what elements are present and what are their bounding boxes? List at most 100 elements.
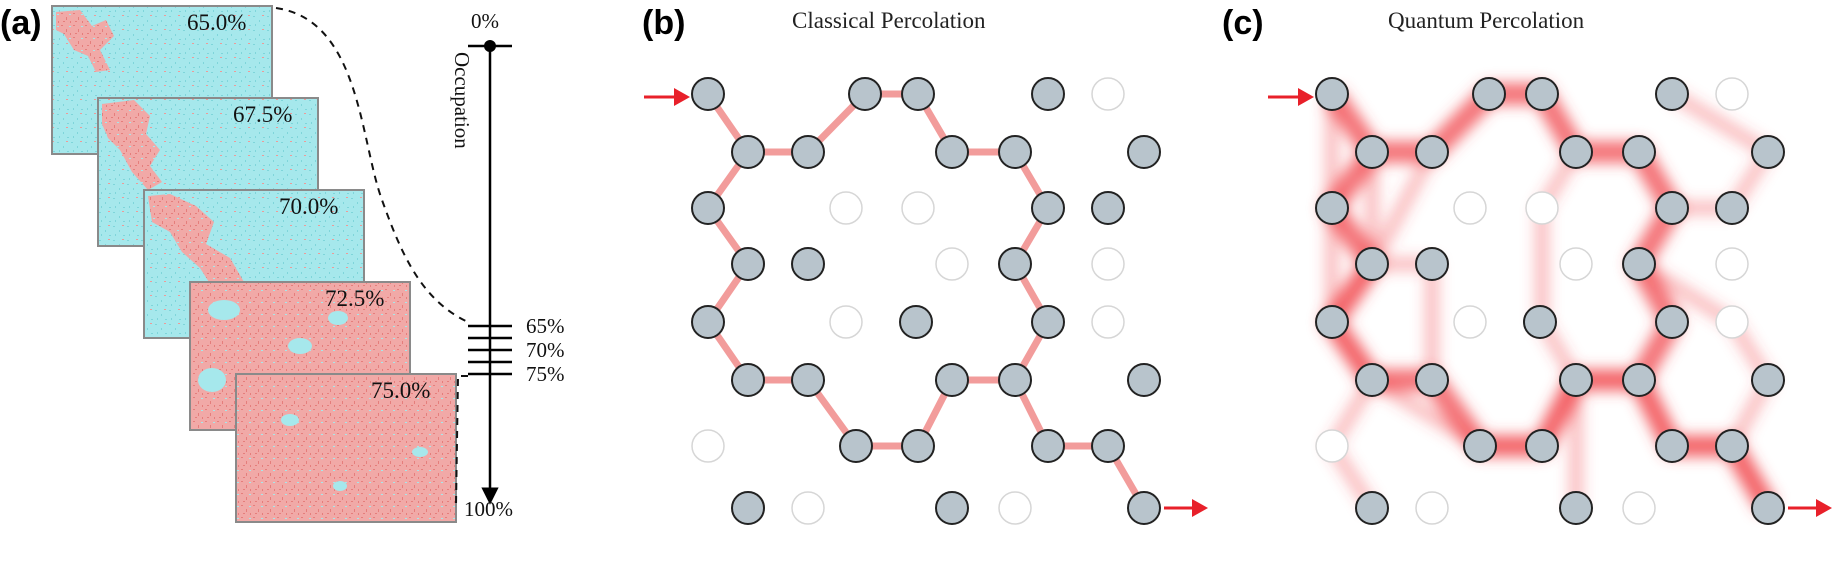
occupied-site <box>839 429 873 463</box>
occupied-site <box>1715 429 1749 463</box>
empty-site <box>1415 491 1449 525</box>
panel-b-title: Classical Percolation <box>792 8 986 33</box>
empty-site <box>829 191 863 225</box>
occupied-site <box>998 363 1032 397</box>
occupied-site <box>848 77 882 111</box>
occupied-site <box>1715 191 1749 225</box>
occupied-site <box>1031 191 1065 225</box>
panel-c-label: (c) <box>1222 4 1264 42</box>
occupied-site <box>1559 363 1593 397</box>
axis-occupation-label: Occupation <box>450 52 474 149</box>
occupied-site <box>1655 429 1689 463</box>
occupied-site <box>935 491 969 525</box>
occupation-axis: 0% 100% 65% 70% 75% Occupation <box>450 9 565 521</box>
occupied-site <box>1415 247 1449 281</box>
empty-site <box>1715 77 1749 111</box>
occupied-site <box>1751 491 1785 525</box>
occupied-site <box>1031 77 1065 111</box>
occupied-site <box>1415 135 1449 169</box>
occupied-site <box>791 247 825 281</box>
occupied-site <box>1031 305 1065 339</box>
occupied-site <box>1315 77 1349 111</box>
empty-site <box>791 491 825 525</box>
empty-site <box>901 191 935 225</box>
axis-bottom-label: 100% <box>464 497 513 521</box>
empty-site <box>1091 305 1125 339</box>
occupied-site <box>1355 247 1389 281</box>
empty-site <box>1315 429 1349 463</box>
output-arrow <box>1788 499 1832 517</box>
occupied-site <box>731 247 765 281</box>
empty-site <box>1453 191 1487 225</box>
occupied-site <box>1559 491 1593 525</box>
snapshot-75-label: 75.0% <box>371 378 430 403</box>
empty-site <box>935 247 969 281</box>
occupied-site <box>791 135 825 169</box>
occupied-site <box>691 305 725 339</box>
occupied-site <box>691 191 725 225</box>
occupied-site <box>1559 135 1593 169</box>
occupied-site <box>1091 429 1125 463</box>
occupied-site <box>791 363 825 397</box>
glow-path <box>1668 88 1775 215</box>
occupied-site <box>1655 77 1689 111</box>
occupied-site <box>1127 135 1161 169</box>
axis-tick-70: 70% <box>526 338 565 362</box>
occupied-site <box>1127 363 1161 397</box>
axis-tick-65: 65% <box>526 314 565 338</box>
occupied-site <box>1525 429 1559 463</box>
empty-site <box>998 491 1032 525</box>
occupied-site <box>998 135 1032 169</box>
glow-path <box>1365 152 1439 380</box>
output-arrow <box>1164 499 1208 517</box>
occupied-site <box>1091 191 1125 225</box>
empty-site <box>1715 247 1749 281</box>
snapshot-67-5-label: 67.5% <box>233 102 292 127</box>
empty-site <box>1091 247 1125 281</box>
callout-dashed-bottom <box>455 375 468 506</box>
occupied-site <box>691 77 725 111</box>
panel-c-title: Quantum Percolation <box>1388 8 1585 33</box>
occupied-site <box>1315 305 1349 339</box>
classical-lattice <box>644 77 1208 525</box>
percolation-path <box>1011 378 1148 510</box>
occupied-site <box>1315 191 1349 225</box>
occupied-site <box>935 363 969 397</box>
input-arrow <box>1268 88 1314 106</box>
occupied-site <box>1525 77 1559 111</box>
occupied-site <box>901 77 935 111</box>
occupied-site <box>1415 363 1449 397</box>
occupied-site <box>731 363 765 397</box>
panel-b-label: (b) <box>642 4 685 42</box>
occupied-site <box>1751 363 1785 397</box>
panel-a-label: (a) <box>0 4 42 42</box>
glow-path <box>1635 258 1775 450</box>
empty-site <box>1091 77 1125 111</box>
empty-site <box>1715 305 1749 339</box>
axis-tick-75: 75% <box>526 362 565 386</box>
occupied-site <box>1655 305 1689 339</box>
occupied-site <box>1622 135 1656 169</box>
axis-origin-dot <box>484 40 496 52</box>
empty-site <box>1559 247 1593 281</box>
glow-path <box>1535 148 1583 384</box>
occupied-site <box>1355 491 1389 525</box>
snapshot-72-5-label: 72.5% <box>325 286 384 311</box>
empty-site <box>829 305 863 339</box>
occupied-site <box>1355 363 1389 397</box>
axis-top-label: 0% <box>471 9 499 33</box>
occupied-site <box>1751 135 1785 169</box>
empty-site <box>691 429 725 463</box>
occupied-site <box>899 305 933 339</box>
occupied-site <box>1622 363 1656 397</box>
callout-dashed-top <box>275 7 469 323</box>
snapshot-65-label: 65.0% <box>187 10 246 35</box>
occupied-site <box>1655 191 1689 225</box>
occupied-site <box>901 429 935 463</box>
occupied-site <box>1523 305 1557 339</box>
occupied-site <box>1031 429 1065 463</box>
occupied-site <box>1472 77 1506 111</box>
occupied-site <box>1127 491 1161 525</box>
occupied-site <box>1463 429 1497 463</box>
